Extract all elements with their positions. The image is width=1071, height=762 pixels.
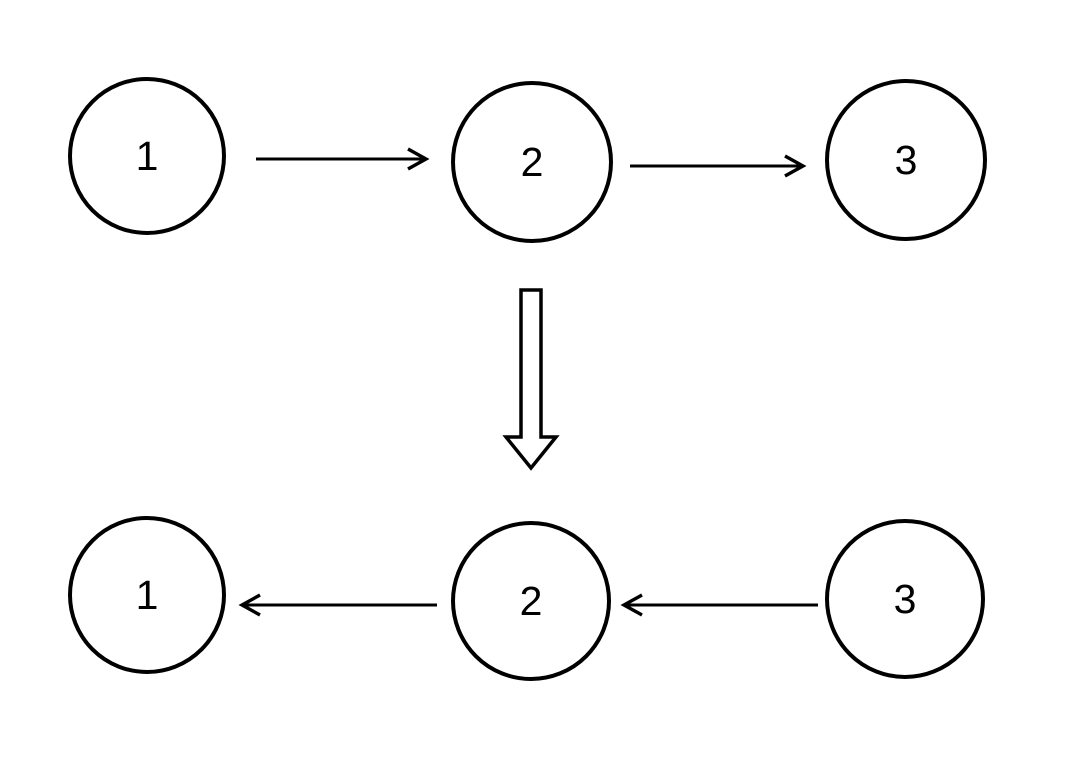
top-row: 1 2 3 (68, 77, 987, 243)
top-node-1-circle (68, 77, 226, 235)
top-node-3-label: 3 (895, 137, 918, 183)
top-node-3-circle (825, 79, 987, 241)
transform-down-arrow (502, 288, 560, 471)
bottom-node-3-label: 3 (894, 576, 917, 622)
bottom-node-2-circle (451, 521, 611, 681)
bottom-row: 1 2 3 (68, 516, 985, 681)
bottom-node-1-label: 1 (136, 572, 159, 618)
top-node-2-circle (451, 81, 613, 243)
bottom-node-1-circle (68, 516, 226, 674)
top-node-1-label: 1 (136, 133, 159, 179)
top-node-2-label: 2 (521, 139, 544, 185)
bottom-node-2-label: 2 (520, 578, 543, 624)
bottom-node-3-circle (825, 519, 985, 679)
